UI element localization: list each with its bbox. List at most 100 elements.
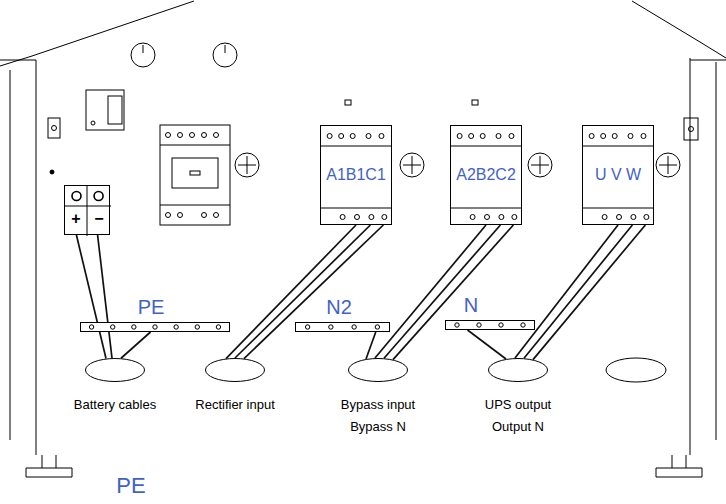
cable-caption: Output N <box>492 420 544 434</box>
screw <box>50 170 54 174</box>
terminal <box>499 215 504 220</box>
cable-entry-shape <box>205 358 265 382</box>
terminal <box>178 133 183 138</box>
cable <box>524 225 632 358</box>
terminal <box>644 215 649 220</box>
breaker: A2B2C2 <box>450 125 522 225</box>
terminal <box>602 215 607 220</box>
ground-label: PE <box>116 474 145 498</box>
terminal <box>589 134 594 139</box>
breaker-line <box>583 146 653 147</box>
terminal <box>202 133 207 138</box>
bar-hole <box>477 323 481 327</box>
fixing-screw <box>400 153 424 177</box>
gauge-needle <box>143 45 144 53</box>
polarity-sign: + <box>65 210 87 228</box>
divider <box>65 206 111 207</box>
terminal <box>369 215 374 220</box>
bar-hole <box>455 323 459 327</box>
foot <box>26 455 72 477</box>
fixing-screw <box>528 153 552 177</box>
bar-hole <box>305 325 309 329</box>
cable-caption: Bypass input <box>341 398 415 412</box>
terminal <box>379 134 384 139</box>
cable <box>366 332 376 359</box>
terminal <box>457 134 462 139</box>
neutral-busbar: N2 <box>295 322 390 332</box>
cable-entry: Rectifier input <box>205 358 265 382</box>
cable-entry: Battery cables <box>85 358 145 382</box>
terminal <box>355 215 360 220</box>
cable-caption: Rectifier input <box>195 398 274 412</box>
terminal-screw <box>72 192 81 201</box>
cable-entry-hole <box>206 359 265 382</box>
bar-label: N2 <box>326 296 352 318</box>
terminal-label: A2B2C2 <box>456 166 516 184</box>
terminal <box>480 134 485 139</box>
bar-hole <box>375 325 379 329</box>
foot <box>656 455 702 477</box>
terminal <box>366 134 371 139</box>
bar-hole <box>499 323 503 327</box>
breaker-line <box>583 208 653 209</box>
battery-terminal: +− <box>64 185 110 235</box>
cabinet-outline <box>0 1 726 66</box>
terminal <box>327 134 332 139</box>
screw <box>91 121 95 125</box>
terminal <box>612 134 617 139</box>
switch-lever <box>108 96 122 124</box>
cable-entry-hole <box>349 359 408 382</box>
terminal <box>214 133 219 138</box>
cable-entry-shape <box>488 358 548 382</box>
polarity-sign: − <box>88 210 110 228</box>
terminal <box>601 134 606 139</box>
bar-label: N <box>464 294 478 316</box>
breaker-line <box>321 146 391 147</box>
cable-caption: Bypass N <box>350 420 406 434</box>
cable-entry: Bypass inputBypass N <box>348 358 408 382</box>
terminal <box>202 213 207 218</box>
cable <box>226 225 356 359</box>
breaker-line <box>160 145 230 205</box>
terminal <box>339 134 344 139</box>
cable <box>384 225 500 358</box>
cable <box>468 330 507 359</box>
cable <box>375 225 486 358</box>
marker <box>345 100 351 105</box>
fixing-screw <box>235 153 259 177</box>
bar-hole <box>195 325 199 329</box>
terminal <box>470 215 475 220</box>
cable <box>244 225 383 359</box>
terminal <box>190 133 195 138</box>
terminal <box>178 213 183 218</box>
cable <box>235 225 370 358</box>
terminal-label: A1B1C1 <box>326 166 386 184</box>
bar-hole <box>329 325 333 329</box>
cable-entry <box>606 358 666 382</box>
bar-hole <box>174 325 178 329</box>
marker <box>472 100 478 105</box>
bracket <box>48 118 60 138</box>
terminal-label: U V W <box>595 166 641 184</box>
terminal-screw <box>94 192 103 201</box>
screw <box>52 126 57 131</box>
cable-entry-shape <box>85 358 145 382</box>
cable <box>533 225 645 360</box>
terminal <box>340 215 345 220</box>
cable-entry-hole <box>86 359 145 382</box>
fixing-screw <box>656 153 680 177</box>
bar-label: PE <box>138 296 165 318</box>
terminal <box>496 134 501 139</box>
breaker-handle <box>190 171 200 175</box>
terminal <box>617 215 622 220</box>
neutral-busbar: N <box>445 320 535 330</box>
cable <box>98 235 112 358</box>
terminal <box>509 134 514 139</box>
breaker-line <box>321 208 391 209</box>
terminal <box>214 213 219 218</box>
bar-hole <box>521 323 525 327</box>
cable <box>121 332 151 358</box>
terminal <box>382 215 387 220</box>
bar-hole <box>153 325 157 329</box>
